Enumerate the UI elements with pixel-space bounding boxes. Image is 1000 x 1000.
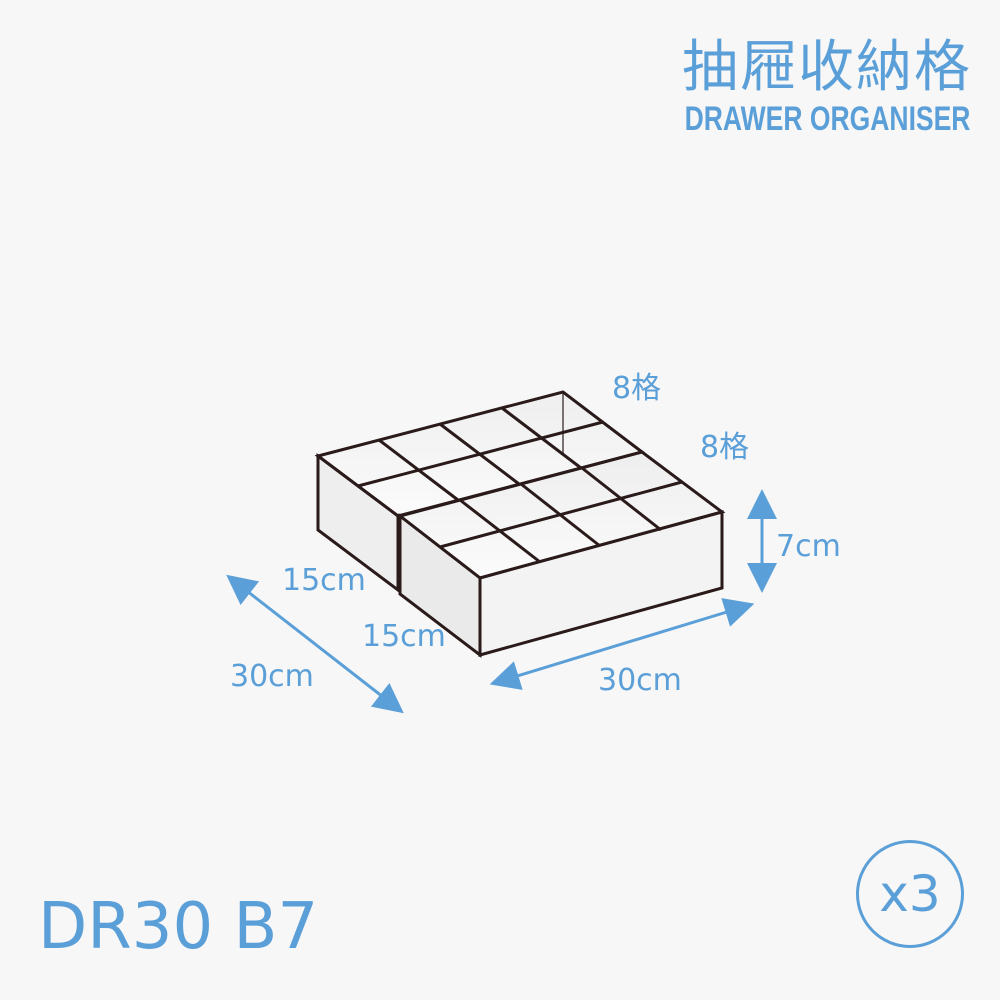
- quantity-badge: x3: [856, 840, 964, 948]
- title-english: DRAWER ORGANISER: [684, 100, 970, 138]
- title-chinese: 抽屜收納格: [682, 35, 972, 100]
- grid-count-back-label: 8格: [612, 371, 661, 406]
- depth-arrow: [226, 574, 404, 714]
- width-back-label: 15cm: [282, 563, 366, 598]
- length-label: 30cm: [598, 663, 682, 698]
- quantity-text: x3: [879, 865, 941, 923]
- back-tray: [314, 390, 646, 593]
- depth-label: 30cm: [230, 659, 314, 694]
- grid-count-front-label: 8格: [700, 430, 749, 465]
- model-number: DR30 B7: [38, 890, 319, 964]
- height-label: 7cm: [776, 529, 841, 564]
- width-front-label: 15cm: [362, 619, 446, 654]
- length-arrow: [489, 598, 755, 690]
- dimension-arrows: [226, 489, 777, 714]
